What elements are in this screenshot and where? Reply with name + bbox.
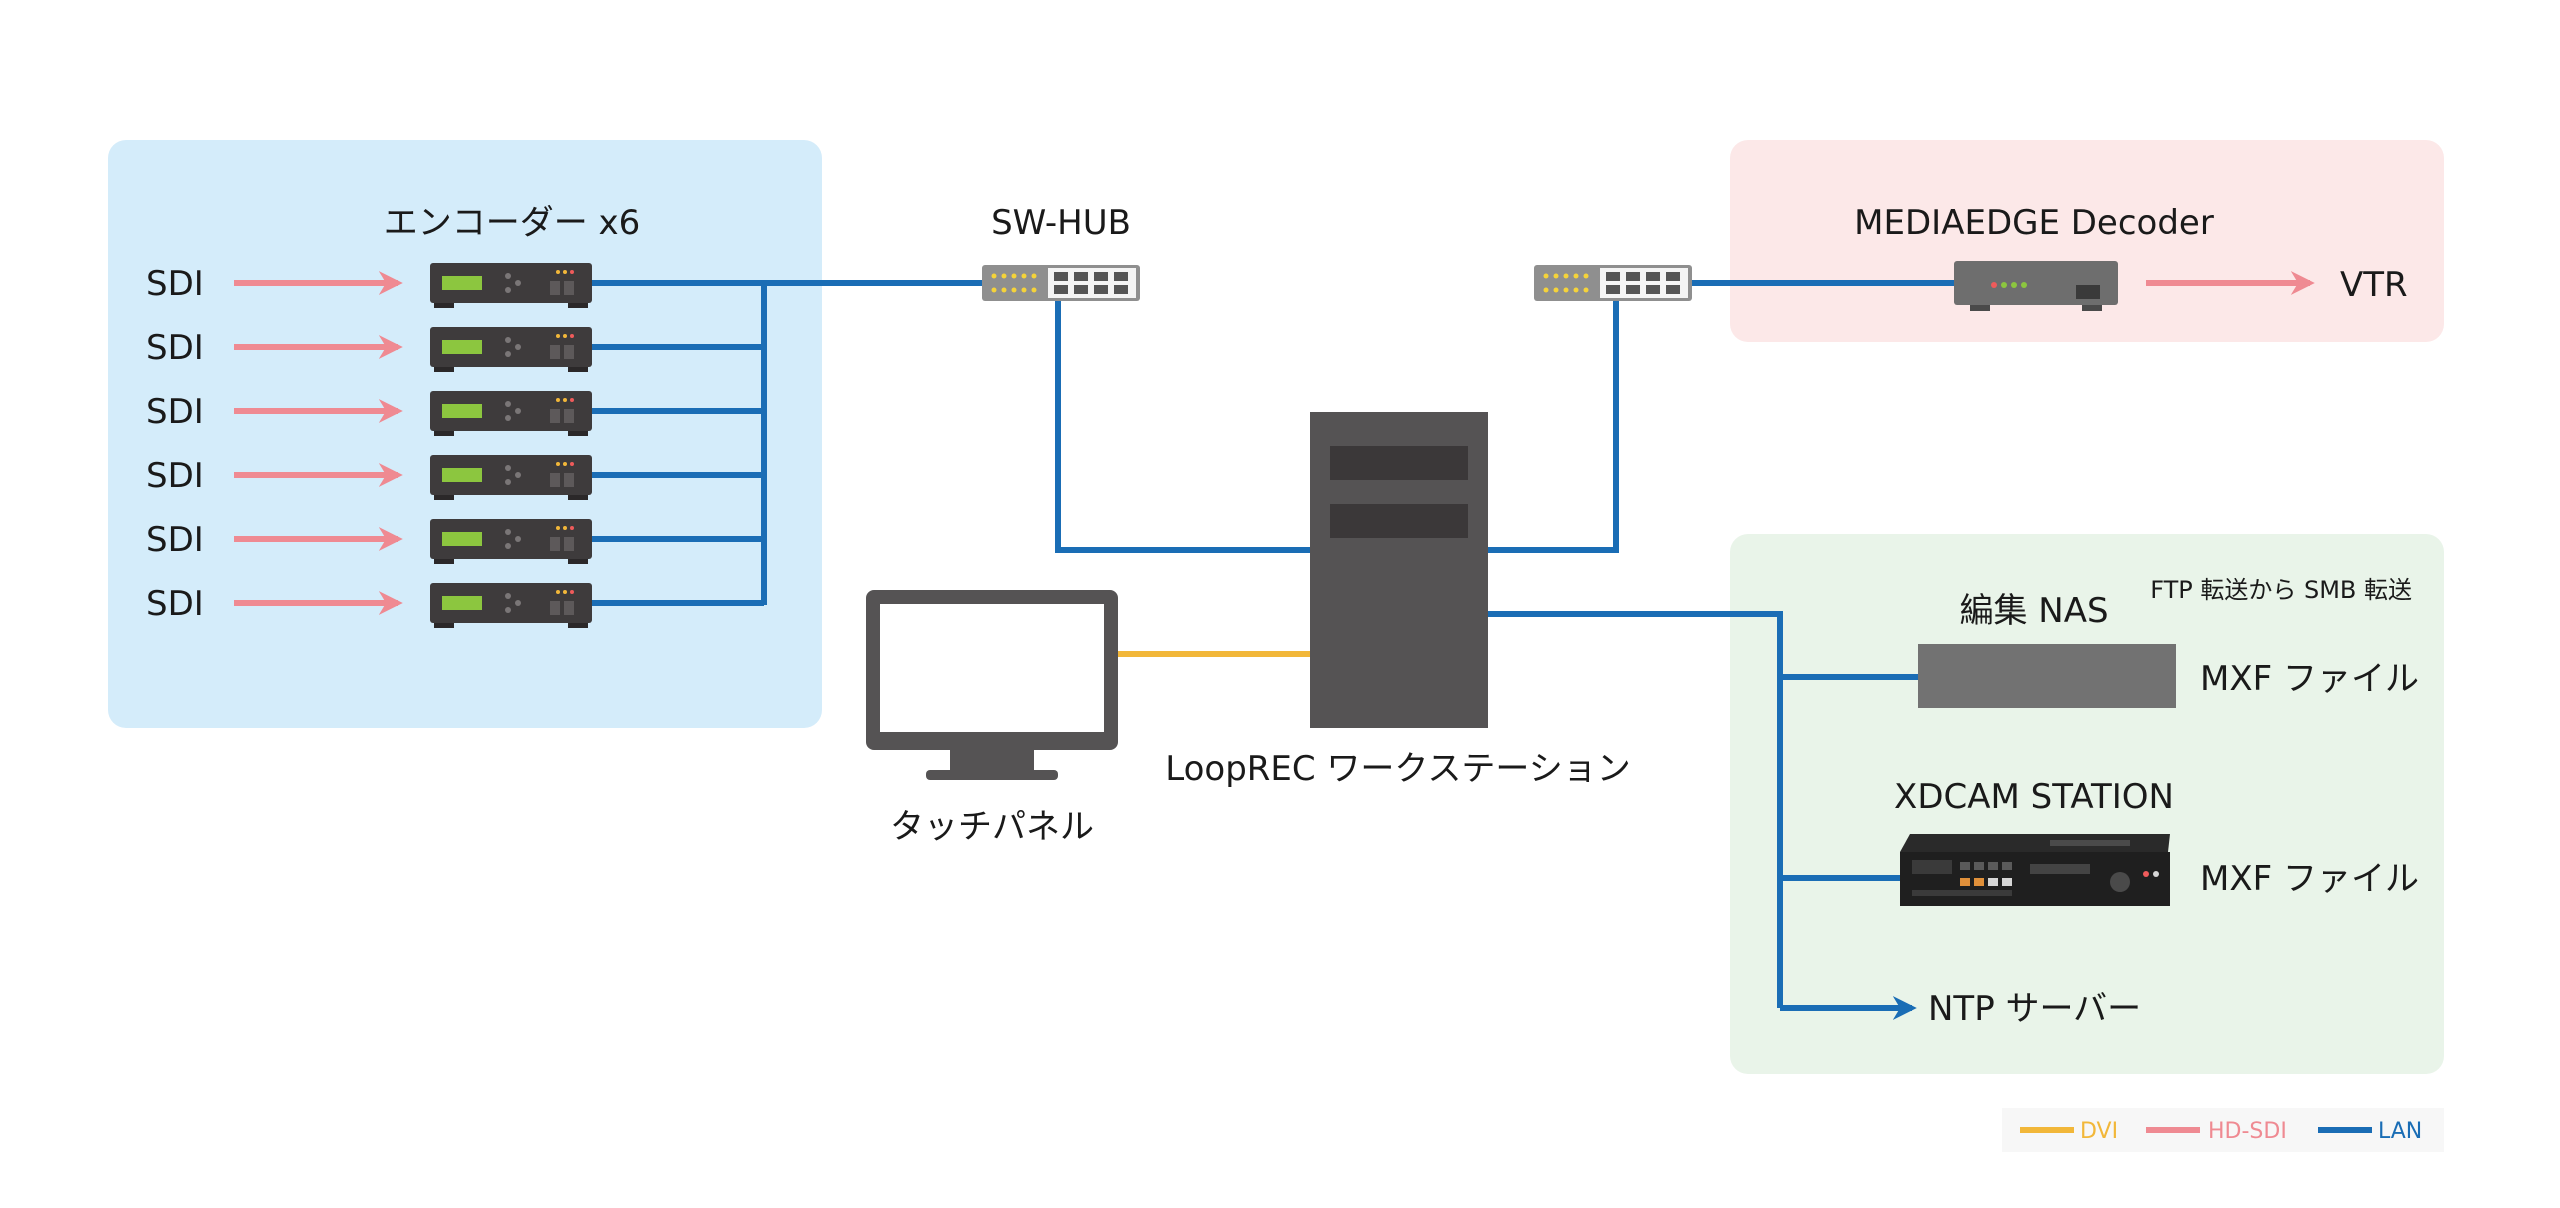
encoder-device-icon	[430, 455, 592, 500]
sdi-input-label: SDI	[146, 520, 204, 560]
xdcam-label: XDCAM STATION	[1894, 777, 2174, 817]
sdi-input-label: SDI	[146, 264, 204, 304]
vtr-label: VTR	[2340, 265, 2408, 305]
sdi-arrows	[234, 271, 2315, 615]
storage-zone	[1730, 534, 2444, 1074]
sdi-input-label: SDI	[146, 584, 204, 624]
sw-hub-icon	[1534, 265, 1692, 301]
encoder-devices	[430, 263, 592, 628]
legend: DVI HD-SDI LAN	[2002, 1108, 2444, 1152]
nas-label: 編集 NAS	[1959, 591, 2108, 631]
sdi-input-label: SDI	[146, 328, 204, 368]
transfer-note: FTP 転送から SMB 転送	[2150, 576, 2412, 604]
xdcam-station-icon	[1900, 834, 2170, 906]
encoders-title: エンコーダー x6	[384, 203, 641, 243]
encoder-device-icon	[430, 583, 592, 628]
lan-lines	[592, 280, 1954, 1020]
legend-dvi-label: DVI	[2080, 1119, 2118, 1144]
workstation-tower-icon	[1310, 412, 1488, 728]
legend-lan-label: LAN	[2378, 1119, 2422, 1144]
encoder-zone	[108, 140, 822, 728]
legend-hdsdi-label: HD-SDI	[2208, 1119, 2287, 1144]
workstation-label: LoopREC ワークステーション	[1165, 749, 1630, 789]
decoder-zone	[1730, 140, 2444, 342]
nas-file-label: MXF ファイル	[2200, 659, 2419, 699]
decoder-device-icon	[1954, 261, 2118, 311]
sw-hub-icon	[982, 265, 1140, 301]
sdi-input-label: SDI	[146, 392, 204, 432]
nas-device-icon	[1918, 644, 2176, 708]
touch-panel-monitor-icon	[866, 590, 1118, 780]
xdcam-file-label: MXF ファイル	[2200, 859, 2419, 899]
encoder-device-icon	[430, 263, 592, 308]
touch-panel-label: タッチパネル	[890, 807, 1094, 847]
sw-hub-label: SW-HUB	[991, 203, 1131, 243]
ntp-label: NTP サーバー	[1928, 989, 2141, 1029]
sdi-input-label: SDI	[146, 456, 204, 496]
decoder-title: MEDIAEDGE Decoder	[1854, 203, 2214, 243]
encoder-device-icon	[430, 327, 592, 372]
encoder-device-icon	[430, 519, 592, 564]
encoder-device-icon	[430, 391, 592, 436]
